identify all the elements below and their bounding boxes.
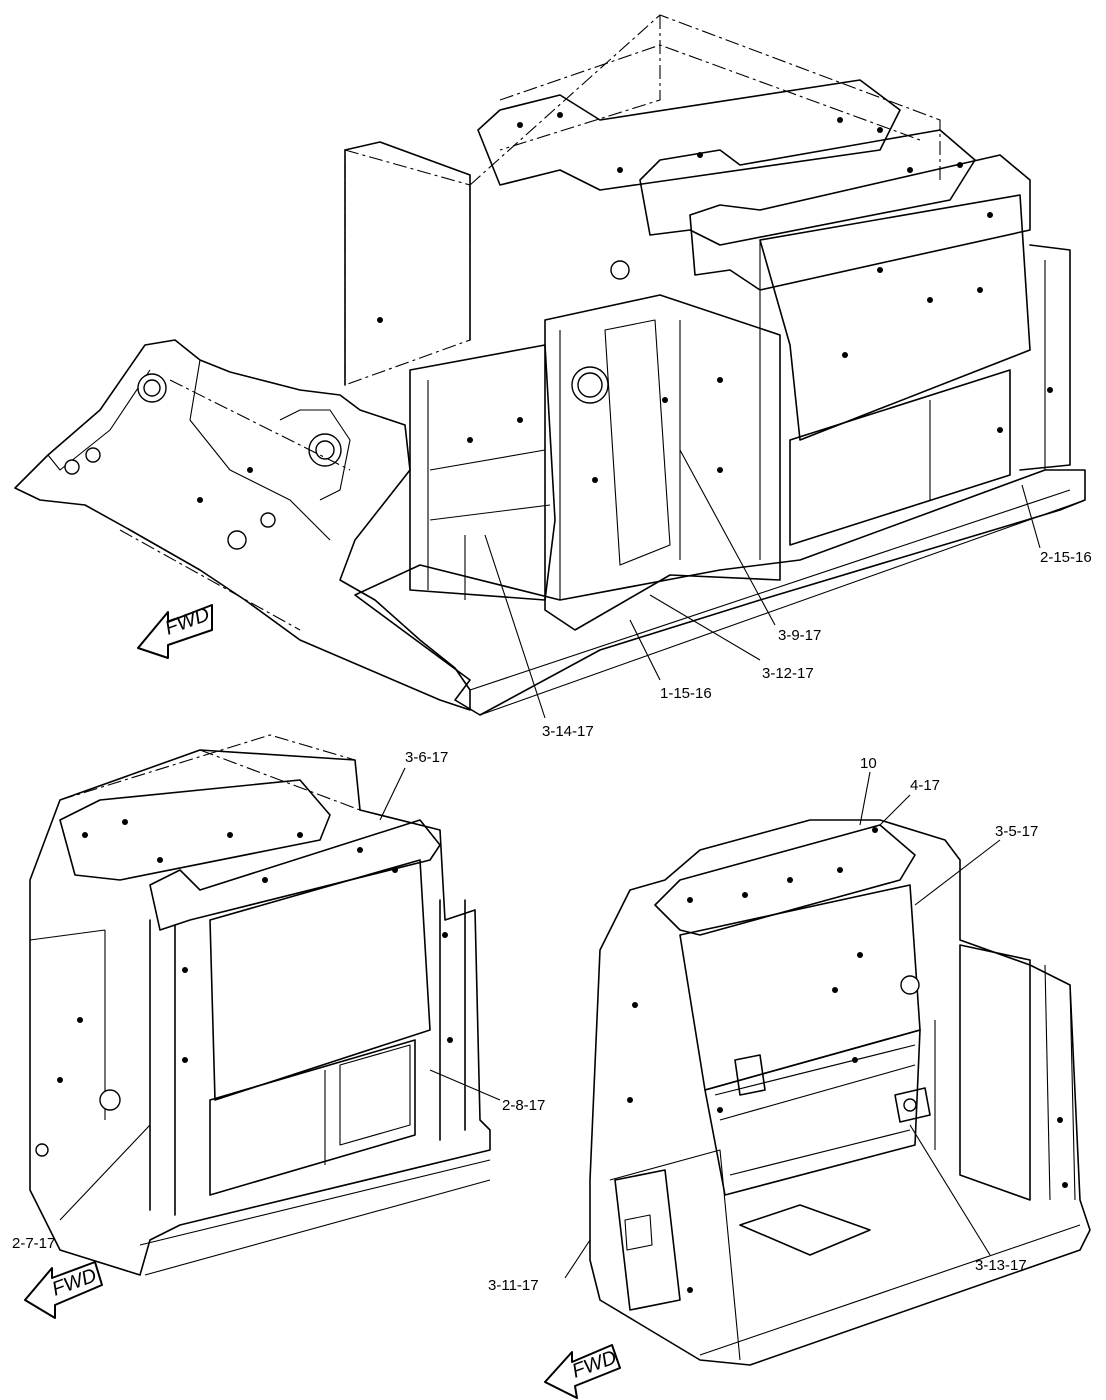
boom-frame bbox=[14, 339, 471, 711]
frame-outline-right bbox=[589, 819, 1091, 1366]
bolt-pattern bbox=[197, 112, 1053, 503]
radiator-assembly bbox=[759, 194, 1031, 441]
upper-rollbar-1 bbox=[477, 79, 901, 191]
callout-4-17: 4-17 bbox=[910, 777, 940, 794]
callout-10: 10 bbox=[860, 755, 877, 772]
top-assembly-view: FWD 2-15-16 3-9-17 3-12-17 1-15-16 3-14-… bbox=[14, 14, 1092, 740]
frame-outline-left bbox=[29, 749, 491, 1276]
rear-panel-right bbox=[679, 884, 921, 1091]
callout-2-7-17: 2-7-17 bbox=[12, 1235, 55, 1252]
callout-3-12-17: 3-12-17 bbox=[762, 665, 814, 682]
upper-frame-outline bbox=[344, 149, 471, 386]
rollbar-right-view bbox=[654, 824, 916, 936]
bottom-right-assembly-view: FWD 10 4-17 3-5-17 3-11-17 3-13-17 bbox=[488, 755, 1091, 1399]
callout-3-11-17: 3-11-17 bbox=[488, 1277, 539, 1294]
center-enclosure bbox=[544, 294, 781, 631]
fwd-arrow-bottom-right: FWD bbox=[544, 1344, 621, 1399]
rollbar-left-view bbox=[59, 779, 331, 881]
fwd-arrow-bottom-left: FWD bbox=[24, 1261, 103, 1319]
upper-rollbar-3 bbox=[689, 154, 1031, 291]
callout-3-13-17: 3-13-17 bbox=[975, 1257, 1027, 1274]
bolt-pattern-right bbox=[627, 827, 1068, 1293]
callout-1-15-16: 1-15-16 bbox=[660, 685, 712, 702]
callout-2-15-16: 2-15-16 bbox=[1040, 549, 1092, 566]
bottom-left-assembly-view: FWD 3-6-17 2-8-17 2-7-17 bbox=[12, 734, 545, 1319]
fwd-arrow-top: FWD bbox=[137, 603, 213, 659]
callout-3-6-17: 3-6-17 bbox=[405, 749, 448, 766]
callout-3-9-17: 3-9-17 bbox=[778, 627, 821, 644]
left-partition bbox=[409, 344, 556, 601]
callout-3-5-17: 3-5-17 bbox=[995, 823, 1038, 840]
callout-3-14-17: 3-14-17 bbox=[542, 723, 594, 740]
radiator-panel-left bbox=[209, 859, 431, 1101]
upper-rollbar-2 bbox=[639, 129, 976, 246]
bolt-pattern-left bbox=[57, 819, 453, 1083]
callout-2-8-17: 2-8-17 bbox=[502, 1097, 545, 1114]
